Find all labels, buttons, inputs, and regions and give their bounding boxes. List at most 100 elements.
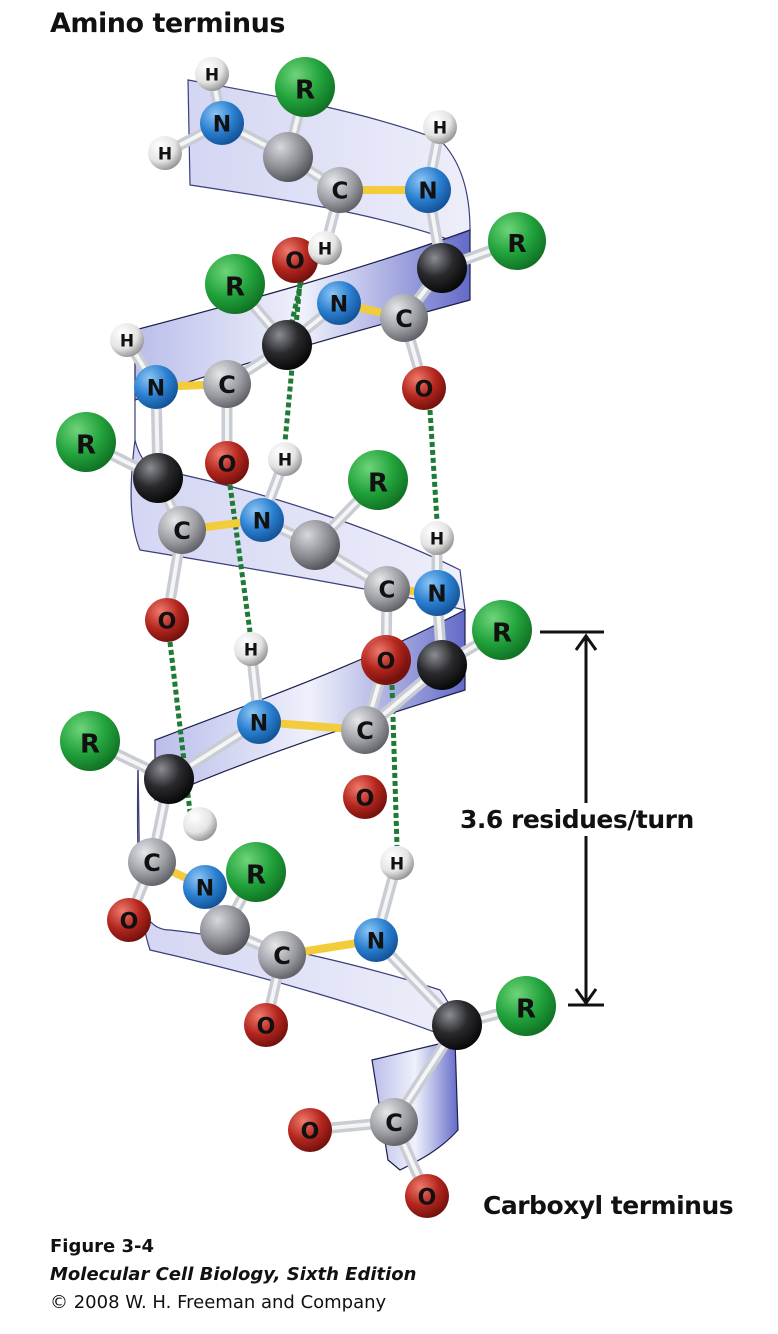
hydrogen-bond xyxy=(282,282,303,443)
side-chain-r: R xyxy=(275,57,335,117)
atom-sphere xyxy=(200,905,250,955)
atom-sphere xyxy=(226,842,286,902)
side-chain-r: R xyxy=(348,450,408,510)
atom-sphere xyxy=(145,598,189,642)
oxygen-atom: O xyxy=(145,598,189,642)
atom-sphere xyxy=(234,632,268,666)
atom-sphere xyxy=(290,520,340,570)
atom-sphere xyxy=(203,360,251,408)
oxygen-atom: O xyxy=(364,638,408,682)
atom-sphere xyxy=(380,846,414,880)
pitch-label: 3.6 residues/turn xyxy=(460,803,694,836)
amino-terminus-label: Amino terminus xyxy=(50,8,285,39)
atom-sphere xyxy=(263,132,313,182)
atom-sphere xyxy=(237,700,281,744)
atom-sphere xyxy=(364,566,410,612)
atom-sphere xyxy=(205,441,249,485)
carboxyl-terminus-label: Carboxyl terminus xyxy=(483,1191,734,1220)
alpha-carbon-atom xyxy=(417,243,467,293)
atom-label: N xyxy=(196,876,214,901)
atom-label: O xyxy=(415,377,434,402)
atom-sphere xyxy=(420,521,454,555)
atom-label: H xyxy=(205,65,219,85)
atom-label: N xyxy=(367,929,385,954)
hydrogen-bond xyxy=(427,409,440,522)
atom-label: R xyxy=(76,430,96,460)
atom-label: C xyxy=(385,1109,403,1137)
side-chain-r: R xyxy=(472,600,532,660)
side-chain-r: R xyxy=(226,842,286,902)
atom-sphere xyxy=(244,1003,288,1047)
hydrogen-atom: H xyxy=(268,442,302,476)
alpha-carbon-atom xyxy=(262,320,312,370)
atom-sphere xyxy=(205,254,265,314)
atom-sphere xyxy=(183,807,217,841)
atom-label: C xyxy=(332,179,349,205)
atom-label: C xyxy=(395,305,413,333)
atom-label: R xyxy=(295,75,315,105)
atom-label: O xyxy=(418,1185,437,1210)
atom-sphere xyxy=(380,294,428,342)
hydrogen-atom: H xyxy=(110,323,144,357)
carbonyl-carbon-atom: C xyxy=(128,838,176,886)
atom-sphere xyxy=(128,838,176,886)
atom-sphere xyxy=(414,570,460,616)
nitrogen-atom: N xyxy=(317,281,361,325)
atom-sphere xyxy=(370,1098,418,1146)
copyright: © 2008 W. H. Freeman and Company xyxy=(50,1292,387,1313)
nitrogen-atom: N xyxy=(354,918,398,962)
carbonyl-carbon-atom: C xyxy=(364,566,410,612)
hydrogen-atom: H xyxy=(234,632,268,666)
atom-sphere xyxy=(133,453,183,503)
atom-label: R xyxy=(80,729,100,759)
atom-label: O xyxy=(120,909,139,934)
atom-sphere xyxy=(56,412,116,472)
atom-sphere xyxy=(417,243,467,293)
alpha-carbon-atom xyxy=(432,1000,482,1050)
atom-sphere xyxy=(144,754,194,804)
atom-sphere xyxy=(423,110,457,144)
oxygen-atom: O xyxy=(402,366,446,410)
atom-label: H xyxy=(278,450,292,470)
oxygen-atom: O xyxy=(272,237,318,283)
atom-label: R xyxy=(246,860,266,890)
atom-sphere xyxy=(288,1108,332,1152)
hydrogen-atom: H xyxy=(148,136,182,170)
atom-label: N xyxy=(427,582,446,608)
carbonyl-carbon-atom: C xyxy=(203,360,251,408)
nitrogen-atom: N xyxy=(414,570,460,616)
atom-label: O xyxy=(301,1119,320,1144)
alpha-carbon-atom xyxy=(133,453,183,503)
oxygen-atom: O xyxy=(244,1003,288,1047)
hydrogen-bond xyxy=(167,641,193,813)
atom-label: N xyxy=(213,112,231,137)
atom-label: N xyxy=(418,179,437,205)
atom-sphere xyxy=(60,711,120,771)
atom-sphere xyxy=(405,1174,449,1218)
atom-label: O xyxy=(257,1014,276,1039)
atom-sphere xyxy=(148,136,182,170)
atom-label: C xyxy=(173,517,191,545)
atom-label: C xyxy=(379,578,396,604)
atom-label: H xyxy=(390,854,404,874)
side-chain-r: R xyxy=(60,711,120,771)
atom-sphere xyxy=(268,442,302,476)
atom-label: N xyxy=(253,509,271,534)
hydrogen-atom: H xyxy=(195,57,229,91)
atom-label: N xyxy=(250,711,268,736)
figure-number: Figure 3-4 xyxy=(50,1236,155,1257)
atom-sphere xyxy=(158,506,206,554)
oxygen-atom: O xyxy=(288,1108,332,1152)
atom-label: H xyxy=(433,118,447,138)
nitrogen-atom: N xyxy=(237,700,281,744)
hydrogen-atom: H xyxy=(380,846,414,880)
oxygen-atom: O xyxy=(405,1174,449,1218)
atom-sphere xyxy=(354,918,398,962)
atom-sphere xyxy=(496,976,556,1036)
atom-label: O xyxy=(377,649,396,674)
atom-label: C xyxy=(356,717,374,745)
hydrogen-atom: H xyxy=(420,521,454,555)
atom-sphere xyxy=(402,366,446,410)
atom-label: O xyxy=(158,609,177,634)
